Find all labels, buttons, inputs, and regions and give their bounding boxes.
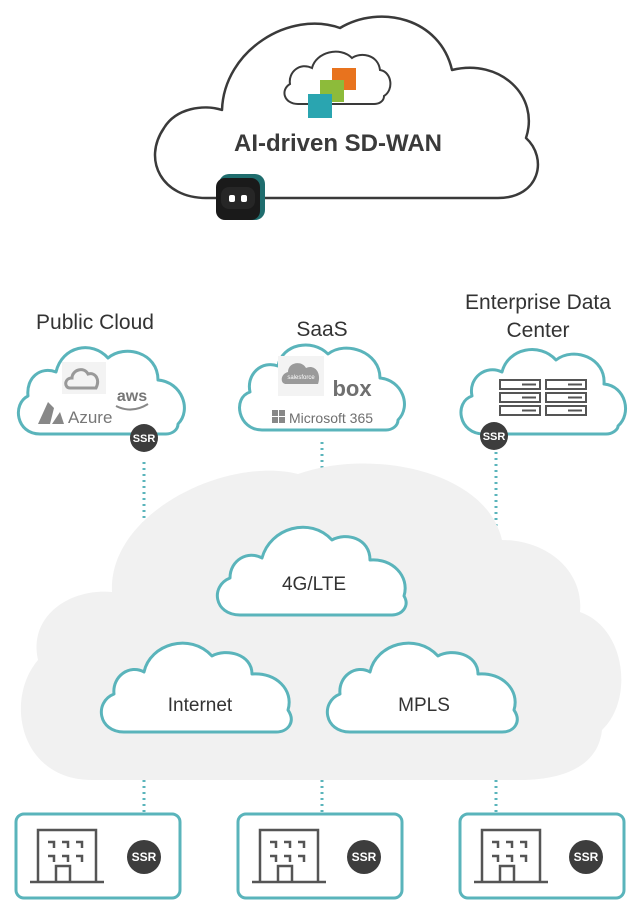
salesforce-cloud-icon bbox=[281, 363, 320, 384]
microsoft-365-logo: Microsoft 365 bbox=[289, 410, 373, 426]
saas-cloud: salesforce box Microsoft 365 bbox=[238, 343, 406, 432]
building-icon bbox=[252, 828, 326, 884]
lte-cloud: 4G/LTE bbox=[215, 525, 408, 617]
public-cloud: aws Azure SSR bbox=[17, 346, 186, 452]
google-cloud-icon bbox=[64, 368, 100, 390]
svg-text:4G/LTE: 4G/LTE bbox=[282, 574, 346, 595]
ai-sdwan-title: AI-driven SD-WAN bbox=[234, 130, 442, 157]
branch-site-2: SSR bbox=[236, 812, 404, 900]
heading-enterprise-line2: Center bbox=[506, 319, 569, 342]
ssr-badge-enterprise: SSR bbox=[480, 422, 508, 450]
branch-site-1: SSR bbox=[14, 812, 182, 900]
internet-cloud: Internet bbox=[99, 641, 293, 734]
heading-enterprise-line1: Enterprise Data bbox=[465, 291, 611, 314]
azure-logo: Azure bbox=[68, 408, 112, 427]
server-rack-icon bbox=[499, 379, 587, 416]
svg-text:Internet: Internet bbox=[168, 695, 233, 716]
building-icon bbox=[474, 828, 548, 884]
ssr-badge-public-cloud: SSR bbox=[130, 424, 158, 452]
branch-site-3: SSR bbox=[458, 812, 626, 900]
azure-icon bbox=[38, 402, 64, 424]
ai-bot-icon bbox=[216, 174, 265, 220]
aws-smile-icon bbox=[115, 403, 149, 411]
microsoft-icon bbox=[272, 410, 285, 423]
building-icon bbox=[30, 828, 104, 884]
svg-text:MPLS: MPLS bbox=[398, 695, 450, 716]
svg-text:SSR: SSR bbox=[483, 431, 506, 443]
box-logo: box bbox=[332, 376, 372, 401]
ssr-label-branch-2: SSR bbox=[352, 850, 377, 864]
transport-cloud bbox=[20, 463, 622, 780]
aws-logo: aws bbox=[117, 388, 147, 405]
mpls-cloud: MPLS bbox=[325, 641, 519, 734]
heading-saas: SaaS bbox=[296, 318, 347, 341]
heading-public-cloud: Public Cloud bbox=[36, 311, 154, 334]
logo-square-teal bbox=[308, 94, 332, 118]
ssr-label-branch-1: SSR bbox=[132, 850, 157, 864]
enterprise-cloud: SSR bbox=[459, 348, 627, 450]
ssr-label-branch-3: SSR bbox=[574, 850, 599, 864]
svg-text:SSR: SSR bbox=[133, 433, 156, 445]
ai-sdwan-cloud: AI-driven SD-WAN bbox=[153, 15, 540, 220]
salesforce-logo: salesforce bbox=[287, 375, 315, 381]
